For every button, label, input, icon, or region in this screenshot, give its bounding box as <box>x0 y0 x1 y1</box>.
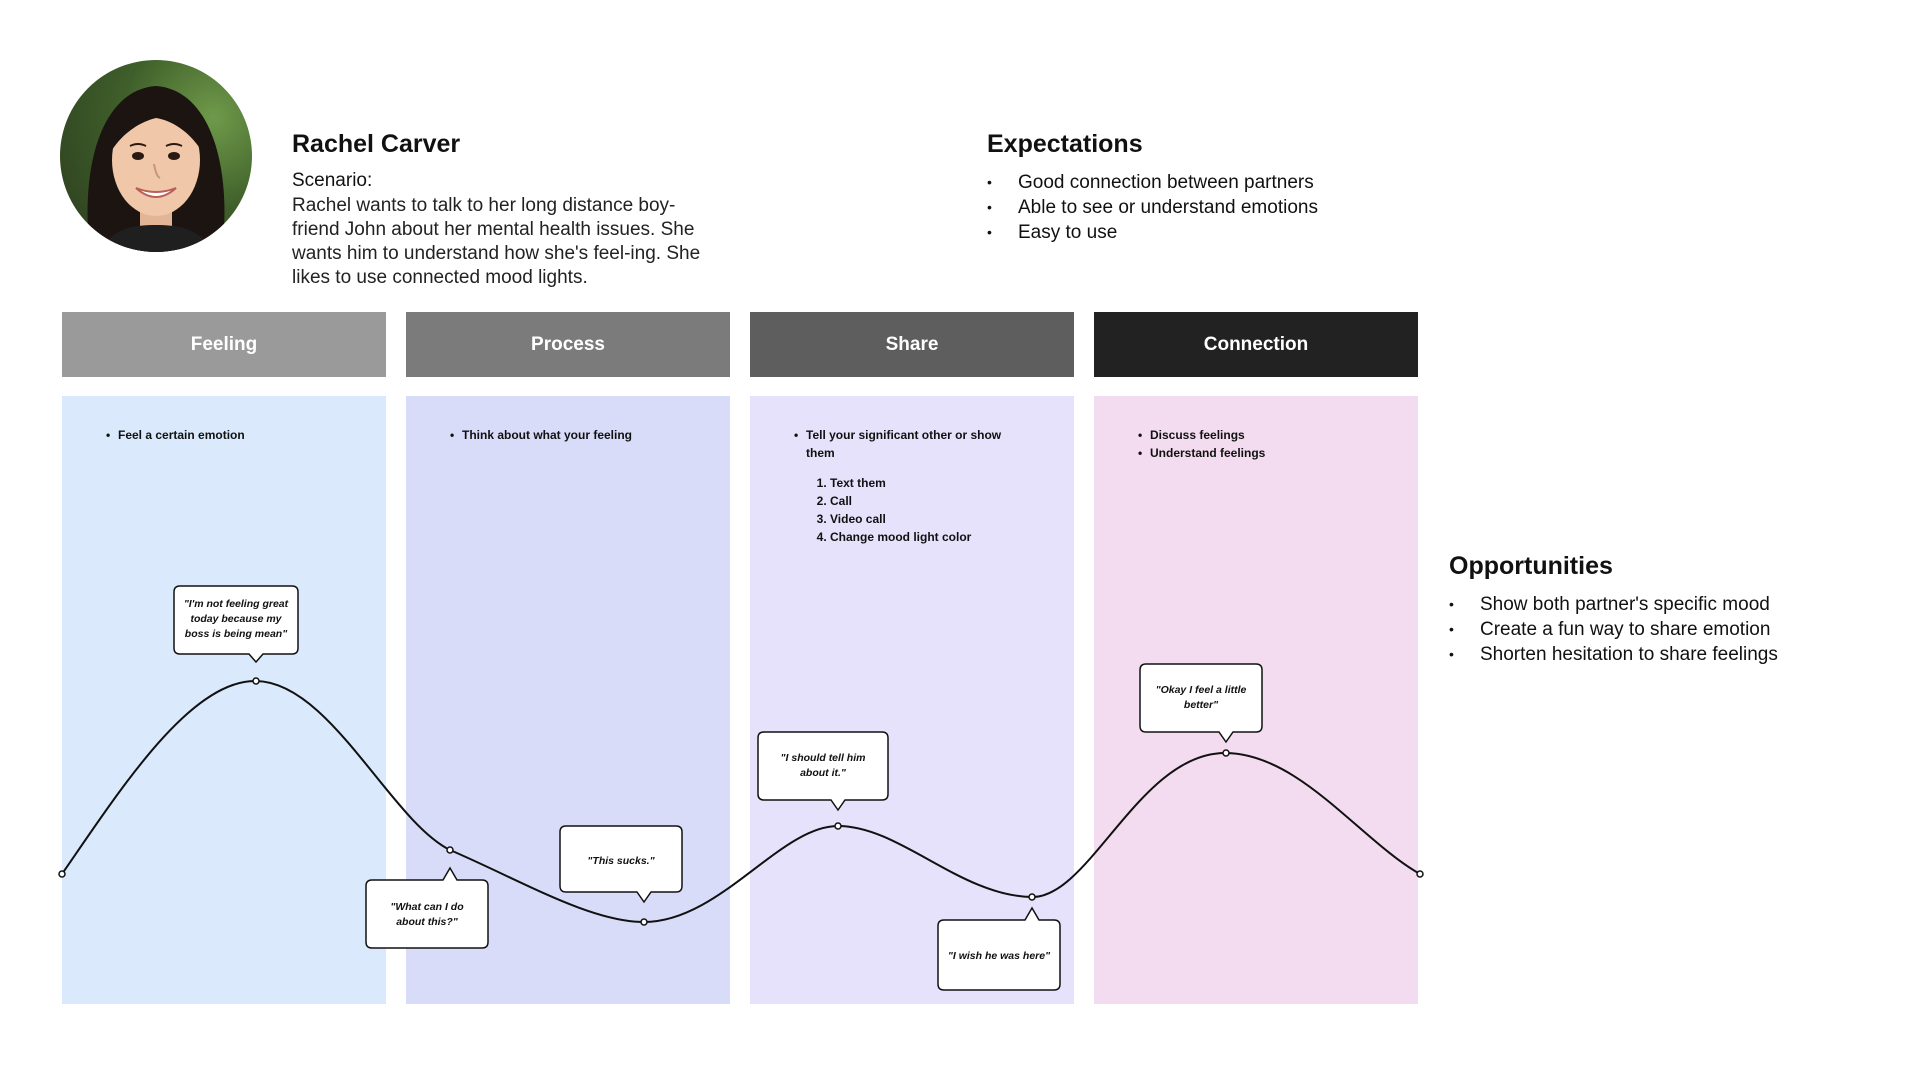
curve-point <box>834 822 842 830</box>
quote-line: "I wish he was here" <box>948 950 1051 962</box>
stage-panel-feeling: Feel a certain emotion <box>62 396 386 1004</box>
stage-header-process: Process <box>406 312 730 377</box>
quote-bubble: "I'm not feeling great today because my … <box>173 585 299 664</box>
expectations-list: Good connection between partners Able to… <box>987 170 1318 245</box>
quote-bubble: "What can I do about this?" <box>365 866 489 949</box>
quote-line: "Okay I feel a little <box>1156 684 1247 696</box>
quote-line: "I'm not feeling great <box>184 598 289 610</box>
quote-bubble: "I should tell him about it." <box>757 731 889 812</box>
stage-bullet: Think about what your feeling <box>450 426 710 444</box>
curve-point <box>446 846 454 854</box>
stage-step: Video call <box>830 510 1014 528</box>
stage-bullet: Tell your significant other or show them <box>794 426 1014 462</box>
stage-panel-share: Tell your significant other or show them… <box>750 396 1074 1004</box>
stage-step: Call <box>830 492 1014 510</box>
opportunity-item: Shorten hesitation to share feelings <box>1449 642 1778 667</box>
quote-line: about this?" <box>396 916 459 928</box>
stage-bullet: Understand feelings <box>1138 444 1398 462</box>
stage-header-feeling: Feeling <box>62 312 386 377</box>
quote-bubble: "This sucks." <box>559 825 683 904</box>
scenario-label: Scenario: <box>292 170 373 191</box>
curve-point <box>252 677 260 685</box>
stage-bullet: Discuss feelings <box>1138 426 1398 444</box>
stage-step: Change mood light color <box>830 528 1014 546</box>
opportunity-item: Create a fun way to share emotion <box>1449 617 1778 642</box>
persona-portrait-icon <box>87 86 225 252</box>
stage-header-share: Share <box>750 312 1074 377</box>
quote-line: better" <box>1184 699 1219 711</box>
emotion-curve <box>61 679 1421 924</box>
quote-line: "I should tell him <box>781 752 866 764</box>
expectation-item: Easy to use <box>987 220 1318 245</box>
expectations-title: Expectations <box>987 130 1143 158</box>
expectation-item: Able to see or understand emotions <box>987 195 1318 220</box>
quote-line: "What can I do <box>390 901 464 913</box>
quote-line: about it." <box>800 767 847 779</box>
opportunities-list: Show both partner's specific mood Create… <box>1449 592 1778 667</box>
stage-step: Text them <box>830 474 1014 492</box>
persona-avatar <box>60 60 252 252</box>
quote-bubble: "Okay I feel a little better" <box>1139 663 1263 744</box>
persona-name: Rachel Carver <box>292 130 461 158</box>
expectation-item: Good connection between partners <box>987 170 1318 195</box>
curve-point <box>1028 893 1036 901</box>
quote-line: "This sucks." <box>587 855 655 867</box>
stage-header-connection: Connection <box>1094 312 1418 377</box>
quote-bubble: "I wish he was here" <box>937 906 1061 991</box>
curve-point <box>1416 870 1424 878</box>
quote-line: today because my <box>190 613 282 625</box>
curve-points <box>58 677 1424 926</box>
opportunity-item: Show both partner's specific mood <box>1449 592 1778 617</box>
quote-line: boss is being mean" <box>185 628 288 640</box>
curve-point <box>640 918 648 926</box>
curve-point <box>58 870 66 878</box>
stage-bullet: Feel a certain emotion <box>106 426 366 444</box>
opportunities-title: Opportunities <box>1449 552 1613 580</box>
curve-point <box>1222 749 1230 757</box>
scenario-text: Rachel wants to talk to her long distanc… <box>292 195 701 288</box>
